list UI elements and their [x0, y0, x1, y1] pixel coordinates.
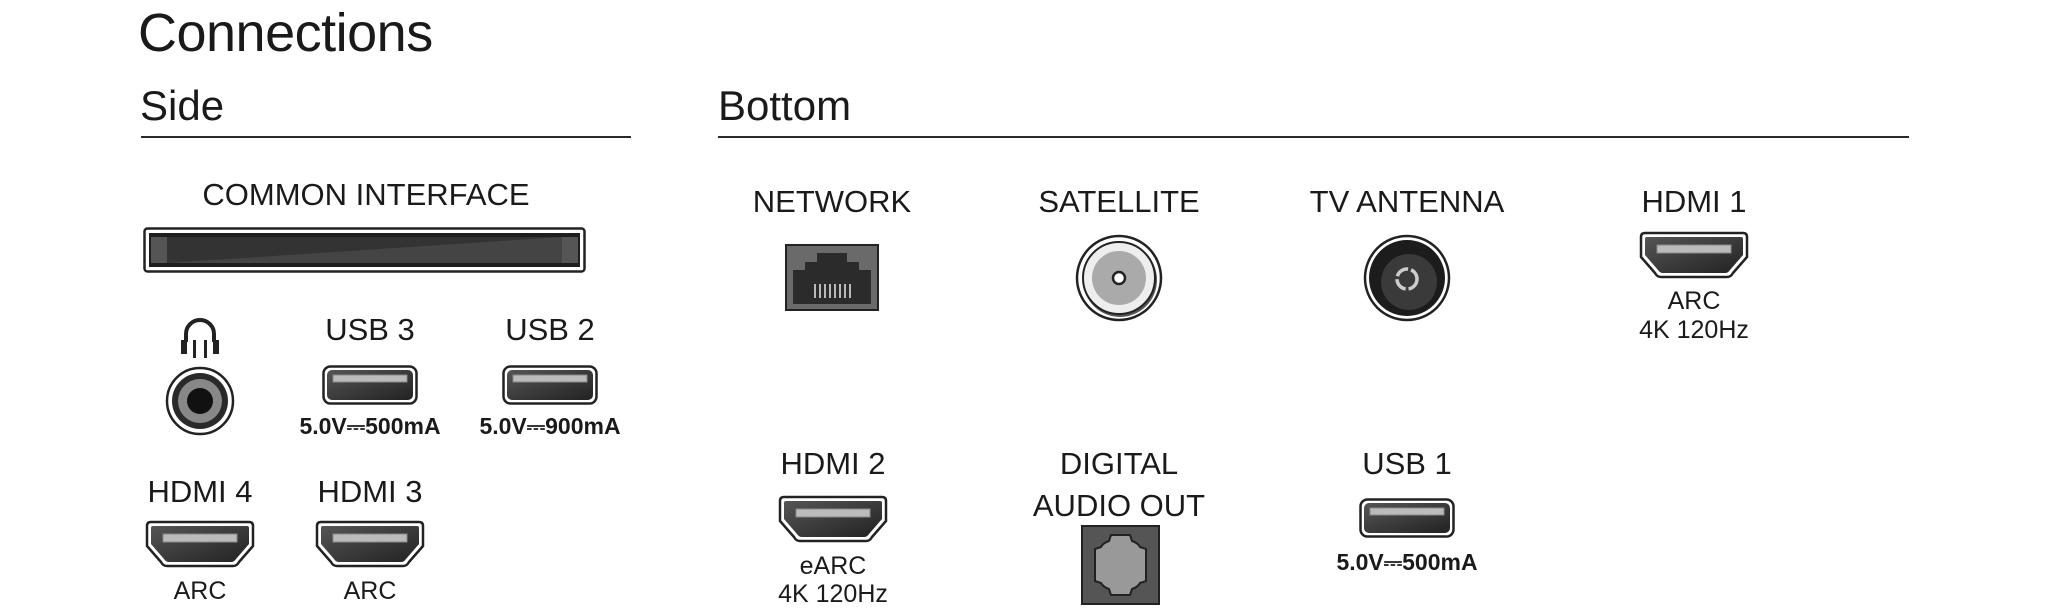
usb3-label: USB 3 [325, 312, 415, 347]
common-interface-slot-icon [143, 227, 586, 273]
side-heading: Side [140, 82, 225, 129]
bottom-heading: Bottom [718, 82, 852, 129]
satellite-connector-icon [1075, 234, 1163, 322]
hdmi3-label: HDMI 3 [317, 474, 423, 509]
usb1-port-icon [1359, 498, 1455, 538]
usb2-spec: 5.0V⎓900mA [479, 413, 621, 439]
usb3-spec: 5.0V⎓500mA [299, 413, 441, 439]
hdmi2-label: HDMI 2 [780, 446, 886, 481]
optical-audio-port-icon [1081, 525, 1160, 605]
digital-audio-label-line1: DIGITAL [1059, 446, 1179, 481]
tv-antenna-label: TV ANTENNA [1309, 184, 1505, 219]
usb2-label: USB 2 [505, 312, 595, 347]
network-label: NETWORK [752, 184, 912, 219]
hdmi2-4k-label: 4K 120Hz [778, 580, 888, 608]
hdmi1-4k-label: 4K 120Hz [1639, 316, 1749, 344]
digital-audio-label-line2: AUDIO OUT [1032, 488, 1206, 523]
hdmi2-port-icon [776, 495, 890, 543]
satellite-label: SATELLITE [1038, 184, 1200, 219]
usb3-port-icon [322, 365, 418, 405]
hdmi4-arc-label: ARC [173, 577, 227, 605]
headphone-jack-icon [165, 366, 235, 436]
common-interface-label: COMMON INTERFACE [202, 177, 530, 212]
hdmi4-port-icon [143, 520, 257, 568]
usb2-port-icon [502, 365, 598, 405]
tv-antenna-connector-icon [1363, 234, 1451, 322]
hdmi3-arc-label: ARC [343, 577, 397, 605]
usb1-spec: 5.0V⎓500mA [1336, 549, 1478, 575]
side-divider [141, 136, 631, 138]
headphones-icon [181, 318, 219, 358]
ethernet-port-icon [785, 244, 879, 311]
hdmi1-label: HDMI 1 [1641, 184, 1747, 219]
bottom-divider [718, 136, 1909, 138]
hdmi4-label: HDMI 4 [147, 474, 253, 509]
page-title: Connections [138, 3, 433, 63]
hdmi1-arc-label: ARC [1667, 287, 1721, 315]
hdmi2-earc-label: eARC [799, 552, 867, 580]
usb1-label: USB 1 [1362, 446, 1452, 481]
hdmi1-port-icon [1637, 231, 1751, 279]
hdmi3-port-icon [313, 520, 427, 568]
